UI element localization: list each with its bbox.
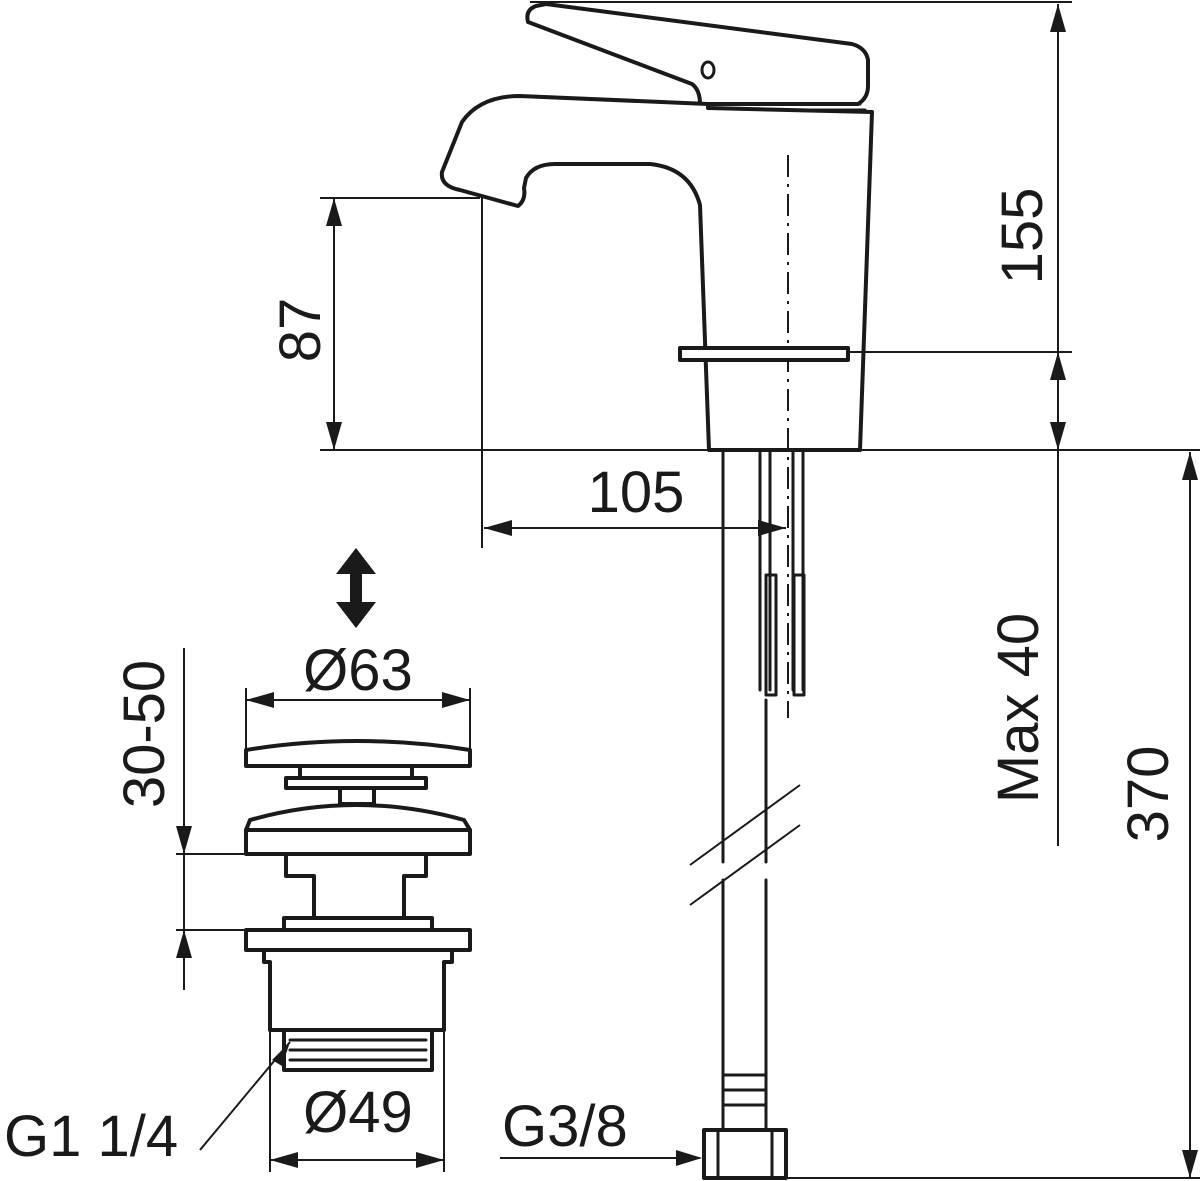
dim-max-thickness bbox=[848, 351, 1072, 846]
dim-spout-height bbox=[326, 198, 342, 450]
dim-reach bbox=[481, 198, 786, 548]
label-max-thickness: Max 40 bbox=[986, 613, 1051, 803]
mounting-shank bbox=[678, 346, 850, 697]
fixing-plate bbox=[678, 346, 850, 362]
dim-waste-body bbox=[269, 1030, 445, 1172]
label-waste-stroke: 30-50 bbox=[112, 660, 177, 808]
label-total-height: 155 bbox=[990, 188, 1055, 285]
dim-waste-top bbox=[245, 688, 471, 750]
waste-lower-flange bbox=[244, 928, 472, 952]
supply-hose bbox=[689, 450, 801, 1180]
pop-up-waste bbox=[244, 739, 472, 1072]
waste-cap bbox=[244, 739, 472, 768]
break-line bbox=[689, 784, 801, 866]
label-waste-top-diameter: Ø63 bbox=[303, 638, 413, 703]
stroke-direction-arrow bbox=[336, 548, 376, 628]
label-waste-thread: G1 1/4 bbox=[4, 1104, 178, 1169]
waste-upper-flange bbox=[244, 828, 472, 856]
label-reach: 105 bbox=[588, 460, 685, 525]
dim-hose-length bbox=[786, 452, 1200, 1179]
label-hose-thread: G3/8 bbox=[502, 1094, 628, 1159]
spout bbox=[439, 94, 874, 452]
lever-pivot bbox=[700, 60, 716, 80]
lever-handle bbox=[525, 2, 870, 106]
label-spout-height: 87 bbox=[268, 298, 333, 363]
label-waste-body-diameter: Ø49 bbox=[303, 1080, 413, 1145]
dim-waste-stroke bbox=[176, 648, 246, 990]
hose-nut bbox=[702, 1128, 788, 1180]
break-line bbox=[689, 824, 801, 906]
waste-body bbox=[262, 948, 454, 1032]
label-hose-length: 370 bbox=[1116, 746, 1181, 843]
